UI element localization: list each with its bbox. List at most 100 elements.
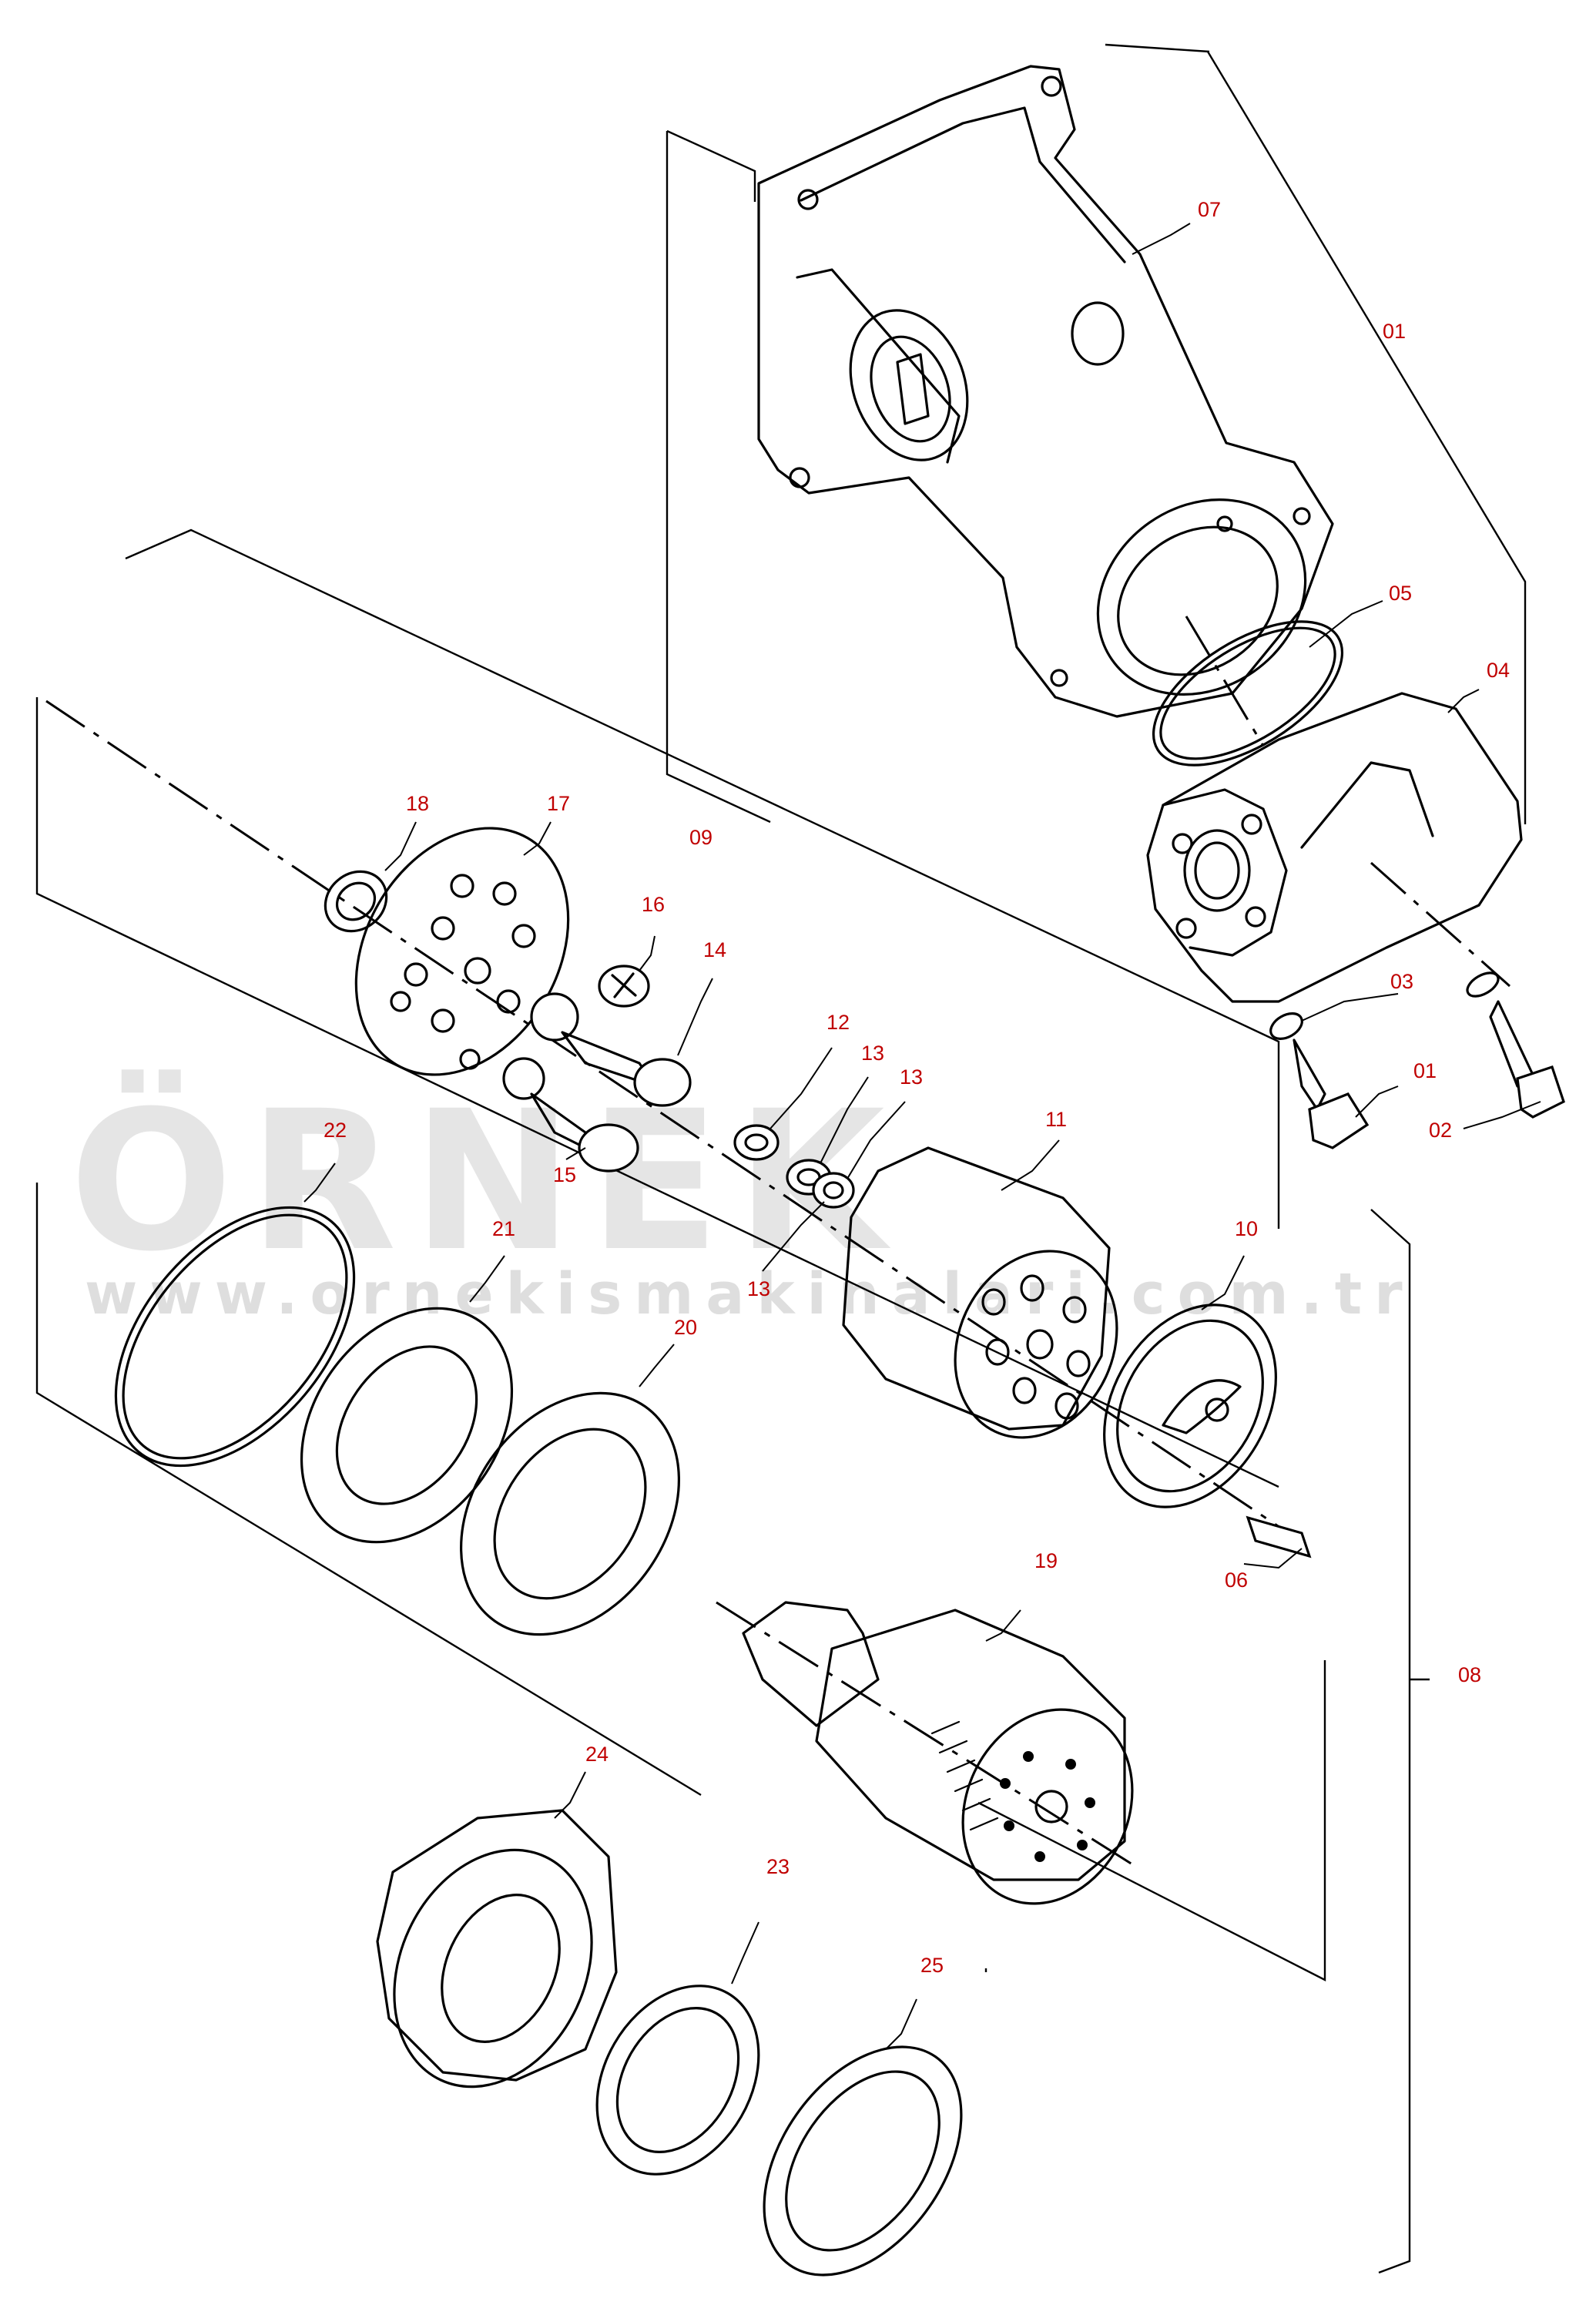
screw-16-slot [611, 972, 637, 998]
shaft-body [815, 1609, 1126, 1881]
bore [1012, 1377, 1037, 1404]
housing-side-edge [796, 268, 961, 464]
o-ring-05-inner [1159, 626, 1336, 760]
valve-plate-10 [1103, 1303, 1277, 1508]
leader-13b [847, 1101, 906, 1179]
group-brackets [35, 43, 1527, 2274]
housing-body [757, 65, 1334, 718]
leader-11 [1001, 1139, 1060, 1191]
ring-13-inner [823, 1181, 844, 1199]
shaft-socket [1085, 1797, 1095, 1808]
callout-22: 22 [324, 1119, 347, 1142]
plate-hole [492, 881, 517, 906]
callout-21: 21 [492, 1217, 515, 1240]
bracket-08 [1370, 1209, 1411, 2274]
bearing-24 [376, 1809, 618, 2089]
piston-15-head [578, 1123, 639, 1173]
valve-plate-rim [1116, 1319, 1264, 1493]
end-cap-port [1183, 829, 1251, 912]
leader-02 [1463, 1101, 1541, 1129]
piston-14-head [633, 1058, 692, 1107]
plate-hole [390, 991, 411, 1012]
leader-05 [1309, 600, 1383, 648]
shaft-spline [742, 1601, 880, 1727]
bore-center [1026, 1329, 1054, 1360]
callout-18: 18 [406, 792, 429, 815]
leader-10 [1201, 1255, 1245, 1310]
shaft-socket [1023, 1751, 1034, 1762]
washer-12 [733, 1124, 780, 1161]
shaft-face [961, 1708, 1134, 1905]
leader-17 [523, 821, 552, 856]
leader-22 [303, 1163, 336, 1203]
leader-13a [820, 1076, 869, 1164]
bore [985, 1338, 1010, 1366]
bracket-01-top [666, 129, 756, 202]
leader-01b [1355, 1085, 1399, 1118]
washer-12-inner [744, 1133, 769, 1152]
callout-13-b: 13 [900, 1065, 923, 1089]
callout-16: 16 [642, 893, 665, 916]
callout-24: 24 [585, 1743, 609, 1766]
seal-23-inner [615, 2006, 740, 2154]
spring-parts [733, 1124, 855, 1209]
shaft-socket [1034, 1851, 1045, 1862]
callout-08: 08 [1458, 1663, 1481, 1686]
housing-bolt-hole-2 [1041, 75, 1062, 97]
shaft-socket [1077, 1840, 1088, 1850]
plate-hole [450, 874, 474, 898]
callout-06: 06 [1225, 1569, 1248, 1592]
shaft-socket [1000, 1778, 1011, 1789]
leader-25 [885, 1998, 917, 2050]
screw-01-head [1308, 1092, 1370, 1149]
bore [1020, 1274, 1044, 1302]
plate-hole [464, 957, 491, 985]
callout-04: 04 [1487, 659, 1510, 682]
housing-bolt-hole-1 [797, 189, 819, 210]
bearing-24-bore [441, 1894, 561, 2043]
seal-23 [595, 1985, 760, 2176]
end-cap-hole-2 [1241, 814, 1262, 835]
callout-13-a: 13 [861, 1042, 884, 1065]
leader-14 [677, 978, 713, 1056]
screws [1269, 971, 1565, 1149]
bearing-24-body [376, 1809, 618, 2082]
shaft-center [1034, 1790, 1068, 1824]
ring-18 [324, 870, 388, 933]
o-ring-05-outer [1152, 620, 1344, 767]
housing-mount-bore [1117, 525, 1279, 676]
axis-main [45, 700, 1295, 1538]
housing-port-cross [896, 353, 930, 425]
bore [1066, 1350, 1091, 1377]
end-cap-hole-4 [1245, 906, 1266, 928]
housing-boss [1071, 301, 1125, 366]
bracket-01-right [1206, 51, 1527, 824]
bracket-01-left [666, 131, 771, 824]
cylinder-block-11 [842, 1146, 1118, 1439]
end-cap-front [1162, 788, 1288, 957]
shaft-socket [1004, 1820, 1014, 1831]
callout-09: 09 [689, 826, 712, 849]
washer-25-outer [763, 2045, 963, 2276]
leader-03 [1301, 993, 1399, 1022]
callout-25: 25 [920, 1954, 944, 1977]
bracket-09-top [125, 528, 1280, 1229]
cylinder-block-face [954, 1250, 1118, 1439]
housing-bolt-hole-6 [1216, 515, 1233, 532]
watermark: ÖRNEK www.ornekismakinalari.com.tr [69, 1069, 1403, 1327]
housing-bolt-hole-3 [789, 467, 810, 488]
pin-06 [1246, 1515, 1312, 1558]
pin-06-body [1246, 1515, 1312, 1558]
bore [1054, 1392, 1079, 1420]
pistons [502, 992, 692, 1173]
callout-01-screw: 01 [1413, 1059, 1437, 1082]
callout-20: 20 [674, 1316, 697, 1339]
plate-hole [431, 916, 455, 941]
ring-21 [300, 1307, 514, 1544]
plate-hole [496, 989, 521, 1014]
callout-12: 12 [826, 1011, 850, 1034]
leader-18 [384, 821, 417, 871]
ring-22 [114, 1206, 356, 1468]
